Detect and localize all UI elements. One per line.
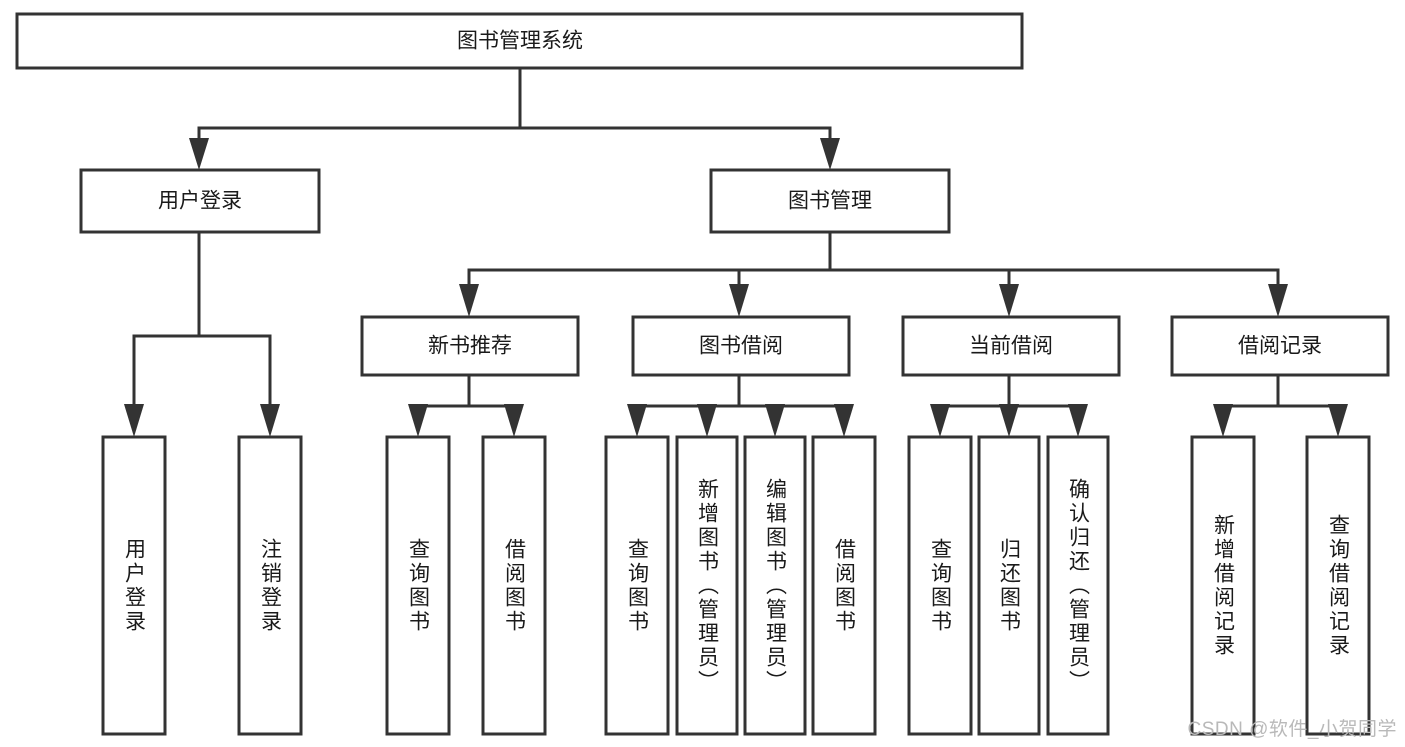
arrow-head-to-leaf-nb-borrow xyxy=(504,404,524,437)
arrow-head-to-leaf-logout xyxy=(260,404,280,437)
node-box-current-borrow[interactable] xyxy=(901,315,1121,377)
connector-group-book-borrow-children xyxy=(627,373,854,437)
node-box-leaf-br-add[interactable] xyxy=(1190,435,1256,736)
arrow-head-to-borrow-record xyxy=(1268,284,1288,317)
arrow-head-to-book-borrow xyxy=(729,284,749,317)
node-box-leaf-bb-add[interactable] xyxy=(675,435,739,736)
arrow-head-to-leaf-bb-query xyxy=(627,404,647,437)
node-box-new-book-recommend[interactable] xyxy=(360,315,580,377)
node-box-leaf-cb-return[interactable] xyxy=(977,435,1041,736)
node-label-new-book-recommend: 新书推荐 xyxy=(428,335,512,358)
node-box-root[interactable] xyxy=(15,12,1024,70)
node-box-user-login[interactable] xyxy=(79,168,321,234)
arrow-head-to-new-book xyxy=(459,284,479,317)
connector-group-borrow-record-children xyxy=(1213,373,1348,437)
node-box-leaf-nb-borrow[interactable] xyxy=(481,435,547,736)
arrow-head-to-user-login xyxy=(189,138,209,170)
node-label-book-manage: 图书管理 xyxy=(788,190,872,213)
node-box-leaf-cb-confirm[interactable] xyxy=(1046,435,1110,736)
arrow-head-to-leaf-bb-edit xyxy=(765,404,785,437)
arrow-head-to-leaf-user-login xyxy=(124,404,144,437)
node-box-leaf-bb-borrow[interactable] xyxy=(811,435,877,736)
node-box-book-manage[interactable] xyxy=(709,168,951,234)
arrow-head-to-leaf-br-query xyxy=(1328,404,1348,437)
arrow-head-to-leaf-bb-borrow xyxy=(834,404,854,437)
connector-group-user-login-children xyxy=(124,230,280,437)
node-box-leaf-bb-query[interactable] xyxy=(604,435,670,736)
node-box-leaf-bb-edit[interactable] xyxy=(743,435,807,736)
node-label-book-borrow: 图书借阅 xyxy=(699,335,783,358)
connector-group-new-book-children xyxy=(408,373,524,437)
arrow-head-to-leaf-cb-return xyxy=(999,404,1019,437)
connector-group-root-to-level2 xyxy=(189,66,840,170)
arrow-head-to-leaf-br-add xyxy=(1213,404,1233,437)
node-box-leaf-cb-query[interactable] xyxy=(907,435,973,736)
node-label-borrow-record: 借阅记录 xyxy=(1238,335,1322,358)
arrow-head-to-leaf-nb-query xyxy=(408,404,428,437)
node-box-book-borrow[interactable] xyxy=(631,315,851,377)
node-label-user-login: 用户登录 xyxy=(158,190,242,213)
watermark-label: CSDN @软件_小贺同学 xyxy=(1187,719,1397,740)
node-box-leaf-logout[interactable] xyxy=(237,435,303,736)
node-box-borrow-record[interactable] xyxy=(1170,315,1390,377)
node-label-current-borrow: 当前借阅 xyxy=(969,335,1053,358)
node-box-leaf-nb-query[interactable] xyxy=(385,435,451,736)
node-box-leaf-user-login[interactable] xyxy=(101,435,167,736)
arrow-head-to-book-manage xyxy=(820,138,840,170)
arrow-head-to-current-borrow xyxy=(999,284,1019,317)
connector-group-book-manage-to-level3 xyxy=(459,230,1288,317)
node-label-root: 图书管理系统 xyxy=(457,30,583,53)
node-box-leaf-br-query[interactable] xyxy=(1305,435,1371,736)
arrow-head-to-leaf-bb-add xyxy=(697,404,717,437)
connector-group-current-borrow-children xyxy=(930,373,1088,437)
arrow-head-to-leaf-cb-confirm xyxy=(1068,404,1088,437)
arrow-head-to-leaf-cb-query xyxy=(930,404,950,437)
